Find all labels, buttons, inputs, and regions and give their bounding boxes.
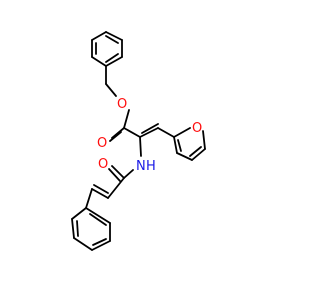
carbonyl-oxygen-label: O (97, 136, 107, 151)
bond (123, 169, 134, 179)
bond (105, 83, 117, 97)
bond-double (141, 123, 159, 134)
amide-hydrogen-label: H (146, 159, 156, 174)
ester-oxygen-label: O (117, 97, 127, 112)
bond-inner (89, 213, 107, 226)
alkene-chain (139, 123, 175, 138)
amide-chain (85, 136, 142, 209)
bond (123, 109, 130, 129)
bond (91, 56, 107, 67)
amide-oxygen-label: O (98, 157, 108, 172)
bond (157, 127, 175, 138)
bond (111, 165, 125, 179)
bond (107, 177, 125, 199)
bond-inner (105, 35, 119, 44)
bond (73, 237, 93, 251)
bond (123, 127, 141, 138)
bond (85, 188, 93, 209)
bond (139, 127, 159, 138)
bond-double (109, 131, 122, 142)
bond (191, 148, 206, 161)
benzene-ring-top (91, 31, 123, 67)
bond (173, 136, 178, 154)
amide-nitrogen-label: N (136, 159, 146, 174)
bond-double (93, 184, 109, 194)
structure-diagram: O O O N H O (71, 31, 206, 251)
bond (85, 207, 111, 224)
benzyl-ester-chain (105, 65, 141, 142)
bond (176, 152, 193, 161)
bond-double (177, 139, 182, 152)
bond (71, 218, 75, 239)
bond (202, 130, 206, 150)
bond (91, 240, 111, 251)
bond (105, 31, 123, 41)
furan-ring (173, 127, 206, 161)
bond-inner (92, 238, 107, 246)
bond-double (189, 146, 202, 157)
furan-oxygen-label: O (192, 121, 202, 136)
bond (91, 188, 109, 199)
molecule-canvas: O O O N H O (71, 31, 206, 251)
bond-double (108, 168, 121, 182)
bond (105, 56, 123, 67)
benzene-ring-bottom (71, 207, 111, 251)
bond (139, 136, 142, 157)
bond-inner (76, 220, 79, 237)
bond (91, 31, 107, 41)
bond (71, 207, 87, 220)
bond (111, 127, 125, 139)
bond (173, 127, 191, 138)
bond-inner (105, 53, 119, 63)
